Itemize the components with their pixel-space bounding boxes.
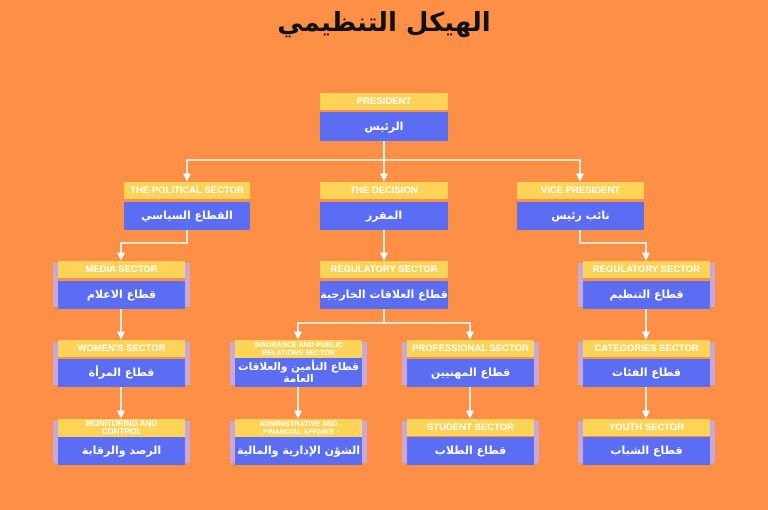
node-label: REGULATORY SECTOR: [320, 261, 448, 278]
node-arabic: قطاع الفئات: [583, 359, 710, 387]
side-bar: [362, 342, 367, 385]
node-label: ADMINISTRATIVE AND FINANCIAL AFFAIRS: [235, 419, 362, 438]
side-bar: [402, 421, 407, 463]
node-categories: CATEGORIES SECTOR قطاع الفئات: [578, 340, 715, 387]
side-bar: [710, 421, 715, 463]
node-arabic: الرصد والرقابة: [58, 437, 185, 465]
side-bar: [710, 263, 715, 307]
node-arabic: نائب رئيس: [517, 202, 644, 230]
node-arabic: القطاع السياسي: [124, 202, 250, 230]
side-bar: [710, 342, 715, 385]
side-bar: [578, 263, 583, 307]
node-arabic: قطاع المهنيين: [407, 359, 534, 387]
page-title: الهيكل التنظيمي: [277, 8, 491, 38]
node-label: INSURANCE AND PUBLIC RELATIONS SECTOR: [235, 340, 362, 359]
node-youth: YOUTH SECTOR قطاع الشباب: [578, 419, 715, 465]
node-label: CATEGORIES SECTOR: [583, 340, 710, 357]
side-bar: [534, 421, 539, 463]
node-insurance: INSURANCE AND PUBLIC RELATIONS SECTOR قط…: [230, 340, 367, 387]
node-label: STUDENT SECTOR: [407, 419, 534, 436]
side-bar: [185, 263, 190, 307]
side-bar: [230, 421, 235, 463]
node-arabic: قطاع المرأة: [58, 359, 185, 387]
node-label: MEDIA SECTOR: [58, 261, 185, 278]
side-bar: [578, 342, 583, 385]
connector-president-political: [183, 141, 385, 182]
node-regulatory-organization: REGULATORY SECTOR قطاع التنظيم: [578, 261, 715, 309]
node-vice: VICE PRESIDENT نائب رئيس: [517, 182, 644, 230]
node-label: PRESIDENT: [320, 93, 448, 110]
node-label: REGULATORY SECTOR: [583, 261, 710, 278]
node-student: STUDENT SECTOR قطاع الطلاب: [402, 419, 539, 465]
node-arabic: قطاع الشباب: [583, 437, 710, 465]
node-label: VICE PRESIDENT: [517, 182, 644, 199]
node-label: MONITORING AND CONTROL: [58, 419, 185, 438]
side-bar: [185, 421, 190, 463]
node-monitoring: MONITORING AND CONTROL الرصد والرقابة: [53, 419, 190, 465]
node-president: PRESIDENT الرئيس: [320, 93, 448, 141]
node-label: THE POLITICAL SECTOR: [124, 182, 250, 199]
node-arabic: الرئيس: [320, 112, 448, 141]
node-political: THE POLITICAL SECTOR القطاع السياسي: [124, 182, 250, 230]
connector-vice-regulatory: [579, 230, 650, 261]
side-bar: [534, 342, 539, 385]
node-arabic: الشؤن الإدارية والمالية: [235, 437, 362, 465]
side-bar: [362, 421, 367, 463]
side-bar: [230, 342, 235, 385]
side-bar: [402, 342, 407, 385]
node-decision: THE DECISION المقرر: [320, 182, 448, 230]
node-label: WOMEN'S SECTOR: [58, 340, 185, 357]
node-arabic: قطاع العلاقات الخارجية: [320, 281, 448, 309]
node-arabic: قطاع الطلاب: [407, 437, 534, 465]
connector-regulatory-insurance: [294, 309, 385, 340]
node-arabic: قطاع التأمين والعلاقات العامة: [235, 358, 362, 387]
node-professional: PROFESSIONAL SECTOR قطاع المهنيين: [402, 340, 539, 387]
connector-political-media: [117, 230, 188, 261]
connector-regulatory-professional: [384, 322, 474, 340]
node-label: PROFESSIONAL SECTOR: [407, 340, 534, 357]
connector-president-vice: [384, 159, 584, 182]
node-arabic: قطاع الاعلام: [58, 281, 185, 309]
node-regulatory-external: REGULATORY SECTOR قطاع العلاقات الخارجية: [320, 261, 448, 309]
node-label: THE DECISION: [320, 182, 448, 199]
node-media: MEDIA SECTOR قطاع الاعلام: [53, 261, 190, 309]
node-women: WOMEN'S SECTOR قطاع المرأة: [53, 340, 190, 387]
node-arabic: المقرر: [320, 202, 448, 230]
side-bar: [53, 421, 58, 463]
side-bar: [53, 342, 58, 385]
node-arabic: قطاع التنظيم: [583, 281, 710, 309]
side-bar: [578, 421, 583, 463]
node-label: YOUTH SECTOR: [583, 419, 710, 436]
side-bar: [53, 263, 58, 307]
side-bar: [185, 342, 190, 385]
node-admin: ADMINISTRATIVE AND FINANCIAL AFFAIRS الش…: [230, 419, 367, 465]
